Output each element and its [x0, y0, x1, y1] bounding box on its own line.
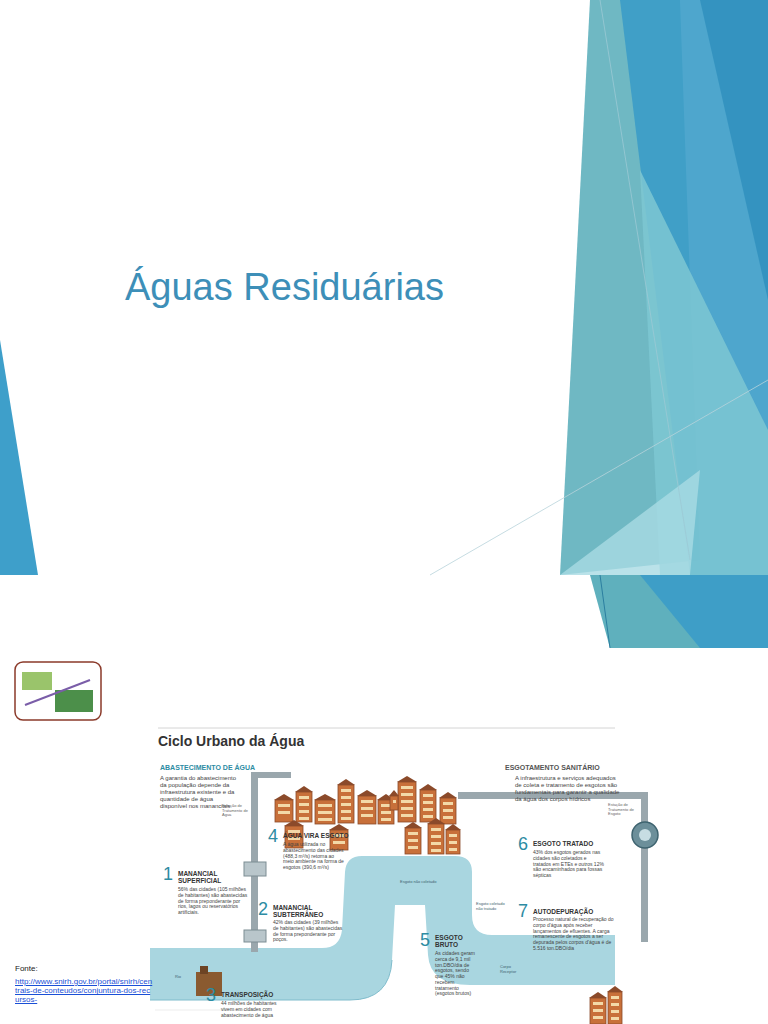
callout-number: 2 — [258, 899, 272, 920]
callout-number: 3 — [206, 985, 220, 1006]
source-label: Fonte: — [15, 964, 38, 973]
intro-text: A infraestrutura e serviços adequados de… — [515, 775, 620, 803]
callout-body: 42% das cidades (39 milhões de habitante… — [273, 920, 345, 943]
callout-number: 5 — [420, 930, 434, 951]
section-heading: ABASTECIMENTO DE ÁGUA — [160, 764, 255, 772]
callout-number: 4 — [268, 826, 282, 847]
callout-heading: ESGOTO BRUTO — [435, 934, 475, 949]
infographic-title: Ciclo Urbano da Água — [158, 733, 478, 749]
part-label: Esgoto não coletado — [400, 880, 440, 885]
source-link: http://www.snirh.gov.br/portal/snirh/cen… — [15, 977, 153, 1005]
part-label: Estação de Tratamento de Esgoto — [608, 803, 642, 817]
callout-heading: ESGOTO TRATADO — [533, 840, 593, 847]
callout-heading: MANANCIAL SUPERFICIAL — [178, 870, 240, 885]
section-heading: ESGOTAMENTO SANITÁRIO — [505, 764, 600, 772]
callout-body: As cidades geram cerca de 9,1 mil ton.DB… — [435, 951, 477, 997]
part-label: Estação de Tratamento de Água — [222, 804, 250, 818]
callout-heading: AUTODEPURAÇÃO — [533, 908, 593, 915]
callout-body: A água utilizada no abastecimento das ci… — [283, 842, 345, 871]
callout-heading: TRANSPOSIÇÃO — [221, 991, 273, 998]
callout-body: 43% dos esgotos gerados nas cidades são … — [533, 850, 605, 879]
part-label: Rio — [175, 975, 181, 980]
callout-number: 1 — [163, 864, 177, 885]
callout-body: 44 milhões de habitantes vivem em cidade… — [221, 1001, 283, 1018]
part-label: Corpo Receptor — [500, 965, 528, 974]
callout-body: 56% das cidades (105 milhões de habitant… — [178, 887, 248, 916]
callout-body: Processo natural de recuperação do corpo… — [533, 917, 615, 952]
callout-number: 6 — [518, 834, 532, 855]
callout-number: 7 — [518, 901, 532, 922]
slide-title: Águas Residuárias — [125, 266, 444, 310]
callout-heading: ÁGUA VIRA ESGOTO — [283, 832, 349, 839]
callout-heading: MANANCIAL SUBTERRÂNEO — [273, 904, 345, 919]
part-label: Esgoto coletado não tratado — [476, 902, 510, 911]
